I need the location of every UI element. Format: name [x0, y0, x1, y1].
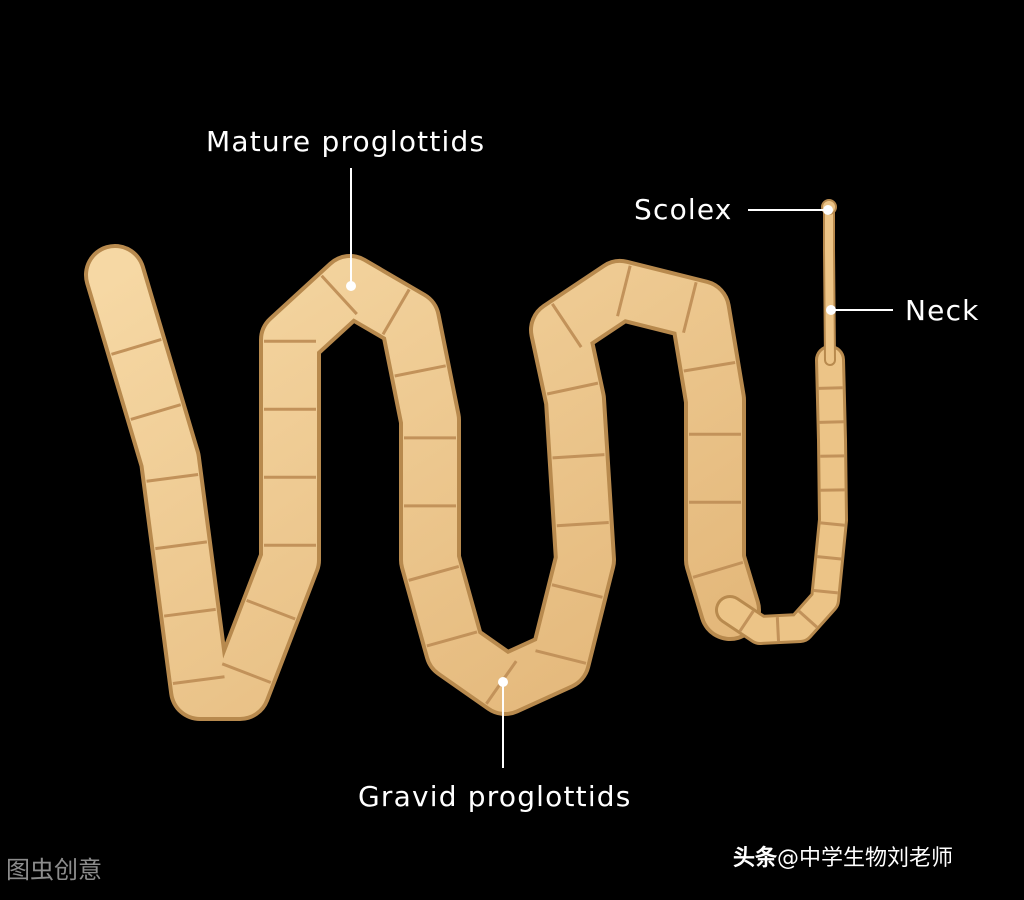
watermark-brand: 头条: [733, 846, 777, 871]
watermark-right: 头条@中学生物刘老师: [733, 848, 953, 870]
segment-division: [819, 388, 843, 389]
neck-fill: [829, 212, 830, 360]
segment-division: [777, 617, 778, 641]
watermark-handle: @中学生物刘老师: [777, 846, 953, 871]
label-gravid-proglottids: Gravid proglottids: [358, 783, 632, 811]
tapeworm-body: [115, 275, 730, 690]
body-fill: [115, 275, 730, 690]
label-mature-proglottids: Mature proglottids: [206, 128, 485, 156]
watermark-left: 图虫创意: [6, 858, 102, 882]
label-scolex: Scolex: [634, 196, 733, 224]
label-neck: Neck: [905, 297, 980, 325]
segment-division: [820, 422, 844, 423]
mature-callout-dot: [346, 281, 356, 291]
gravid-callout-dot: [498, 677, 508, 687]
neck-callout-dot: [826, 305, 836, 315]
scolex-callout-dot: [823, 205, 833, 215]
